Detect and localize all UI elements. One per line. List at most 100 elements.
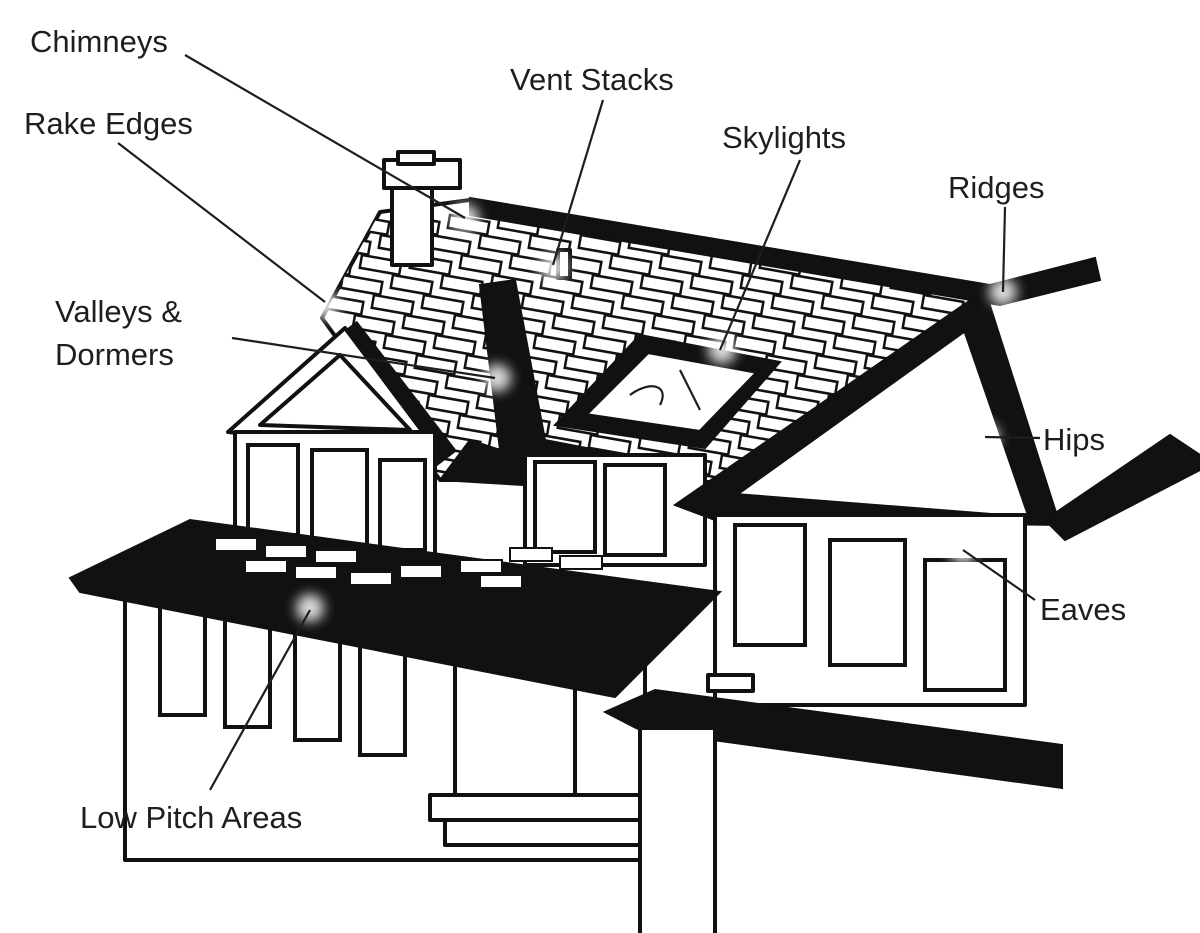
- shingle: [559, 555, 603, 570]
- leader-valleys: [231, 336, 496, 380]
- shingle: [420, 293, 465, 317]
- shingle: [1072, 295, 1114, 315]
- shingle: [827, 233, 872, 257]
- shingle: [870, 293, 915, 317]
- shingle: [751, 313, 796, 337]
- shingle: [608, 253, 653, 277]
- chimney: [390, 183, 434, 267]
- label-low-pitch-areas: Low Pitch Areas: [80, 800, 302, 835]
- shingle: [349, 571, 393, 586]
- shingle: [739, 273, 784, 297]
- shingle: [551, 313, 596, 337]
- label-valleys: Valleys &: [55, 294, 182, 329]
- shingle: [382, 333, 427, 357]
- shingle: [294, 565, 338, 580]
- shingle: [214, 537, 258, 552]
- shingle: [389, 273, 434, 297]
- shingle: [244, 559, 288, 574]
- lower-window: [158, 603, 207, 717]
- label-hips: Hips: [1043, 422, 1105, 457]
- front-step: [428, 793, 642, 822]
- shingle: [1108, 415, 1150, 435]
- shingle: [946, 213, 990, 237]
- shingle: [689, 273, 734, 297]
- skylight-glass: [583, 350, 760, 434]
- right-roof-band: [1043, 433, 1200, 542]
- label-skylights: Skylights: [722, 120, 846, 155]
- shingle: [801, 313, 846, 337]
- shingle: [1015, 355, 1057, 375]
- shingle: [1127, 395, 1169, 415]
- shingle: [701, 313, 746, 337]
- shingle: [620, 293, 665, 317]
- label-rake-edges: Rake Edges: [24, 106, 193, 141]
- shingle: [1084, 335, 1126, 355]
- shingle: [1027, 395, 1069, 415]
- leader-low-pitch: [209, 609, 311, 791]
- front-step: [443, 818, 642, 847]
- shingle: [509, 547, 553, 562]
- shingle: [770, 293, 815, 317]
- label-chimneys: Chimneys: [30, 24, 168, 59]
- shingle: [639, 273, 684, 297]
- shingle: [444, 373, 489, 397]
- right-window: [733, 523, 807, 647]
- label-vent-stacks: Vent Stacks: [510, 62, 674, 97]
- shingle: [589, 273, 634, 297]
- right-window: [923, 558, 1007, 692]
- shingle: [399, 564, 443, 579]
- shingle: [563, 353, 608, 377]
- shingle: [1003, 315, 1045, 335]
- lower-window: [223, 610, 272, 729]
- shingle: [351, 313, 396, 337]
- shingle: [1077, 395, 1119, 415]
- gable-face: [733, 328, 1032, 520]
- shingle: [794, 373, 839, 397]
- leader-lines: [117, 54, 1041, 791]
- shingle: [732, 333, 777, 357]
- right-window: [828, 538, 907, 667]
- label-ridges: Ridges: [948, 170, 1045, 205]
- shingle: [601, 313, 646, 337]
- leader-vent-stacks: [551, 99, 605, 266]
- shingle: [746, 213, 791, 237]
- porch-shingles: [214, 537, 603, 589]
- shingle: [1103, 315, 1145, 335]
- dormer-window: [310, 448, 369, 547]
- shingle: [479, 574, 523, 589]
- shingle: [782, 333, 827, 357]
- center-window: [603, 463, 667, 557]
- shingle: [813, 353, 858, 377]
- chimney-top: [396, 150, 436, 166]
- shingle: [670, 293, 715, 317]
- shingle: [459, 559, 503, 574]
- shingle: [1115, 355, 1157, 375]
- shingle: [370, 293, 415, 317]
- shingle: [1070, 455, 1112, 475]
- shingle: [577, 233, 622, 257]
- leader-skylights: [718, 159, 802, 351]
- leader-hips: [984, 435, 1041, 440]
- shingle: [264, 544, 308, 559]
- shingle: [820, 293, 865, 317]
- shingle: [977, 233, 990, 257]
- shingle: [477, 233, 522, 257]
- shingle: [846, 213, 891, 237]
- shingle: [532, 333, 577, 357]
- dormer-gable-inner: [258, 353, 412, 432]
- leader-chimneys: [184, 54, 466, 219]
- shingle: [322, 213, 341, 237]
- shingle: [544, 373, 589, 397]
- shingle: [401, 313, 446, 337]
- shingle: [1053, 315, 1095, 335]
- shingle: [1046, 375, 1088, 395]
- shingle: [877, 233, 922, 257]
- label-eaves: Eaves: [1040, 592, 1126, 627]
- shingle: [796, 213, 841, 237]
- low-pitch-roof: [68, 518, 723, 699]
- shingle: [432, 333, 477, 357]
- shingle: [520, 293, 565, 317]
- shingle: [358, 253, 403, 277]
- porch-shingle: [706, 673, 755, 693]
